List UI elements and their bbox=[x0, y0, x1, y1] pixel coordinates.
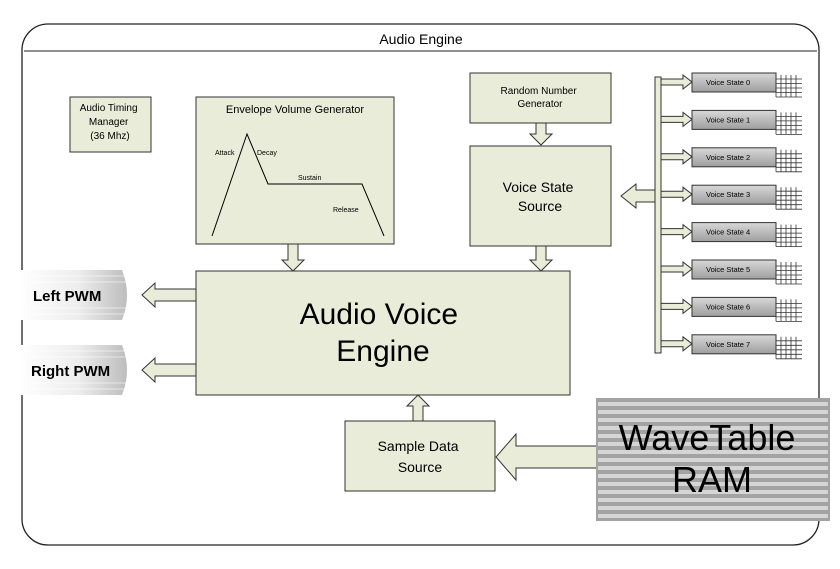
random-number-generator-label: Random Number Generator bbox=[501, 86, 580, 110]
wavetable-ram-label: WaveTable RAM bbox=[619, 417, 806, 500]
voice-state-label: Voice State 4 bbox=[706, 228, 750, 237]
voice-state-label: Voice State 5 bbox=[706, 265, 750, 274]
arrow-engine-to-right-pwm bbox=[141, 356, 197, 384]
right-pwm-output bbox=[20, 345, 127, 395]
voice-state-label: Voice State 1 bbox=[706, 115, 750, 124]
random-number-generator-block bbox=[469, 72, 612, 124]
voice-state-tap-arrow bbox=[660, 73, 693, 91]
arrow-engine-to-left-pwm bbox=[141, 281, 197, 309]
sample-data-source-label: Sample Data Source bbox=[378, 438, 463, 475]
right-pwm-label: Right PWM bbox=[31, 363, 110, 380]
audio-timing-manager-label: Audio Timing Manager (36 Mhz) bbox=[80, 103, 141, 142]
voice-state-tap-arrow bbox=[660, 111, 693, 128]
voice-state-label: Voice State 3 bbox=[706, 190, 750, 199]
left-pwm-label: Left PWM bbox=[33, 288, 101, 305]
audio-voice-engine-label: Audio Voice Engine bbox=[300, 298, 467, 368]
voice-state-grid bbox=[775, 224, 802, 248]
voice-state-grid bbox=[775, 299, 802, 322]
voice-state-source-label: Voice State Source bbox=[503, 179, 578, 214]
voice-state-grid bbox=[775, 112, 802, 135]
voice-state-label: Voice State 6 bbox=[706, 302, 750, 311]
sample-data-source-block bbox=[344, 420, 496, 492]
envelope-generator-title: Envelope Volume Generator bbox=[226, 104, 365, 116]
left-pwm-output bbox=[20, 270, 127, 320]
voice-state-grid bbox=[775, 149, 802, 173]
arrow-voice-state-source-to-engine bbox=[528, 245, 554, 272]
release-label: Release bbox=[333, 207, 359, 214]
voice-state-grid bbox=[775, 75, 802, 98]
arrow-wavetable-to-sample-source bbox=[495, 432, 599, 482]
voice-state-grid bbox=[775, 262, 802, 285]
voice-state-tap-arrow bbox=[660, 298, 693, 315]
voice-state-source-block bbox=[469, 145, 612, 247]
voice-state-label: Voice State 0 bbox=[706, 78, 750, 87]
right-pwm-stripes bbox=[20, 350, 128, 390]
attack-label: Attack bbox=[215, 150, 235, 157]
voice-state-list: Voice State 0 Voice State 1 Voice State 2 V… bbox=[691, 72, 802, 360]
voice-state-tap-arrow bbox=[660, 148, 693, 165]
voice-state-label: Voice State 2 bbox=[706, 153, 750, 162]
voice-state-tap-arrow bbox=[660, 335, 693, 352]
sustain-label: Sustain bbox=[298, 175, 321, 182]
voice-state-tap-arrow bbox=[660, 186, 693, 203]
arrow-envelope-to-engine bbox=[280, 243, 306, 272]
audio-voice-engine-block bbox=[195, 270, 571, 396]
envelope-generator-block bbox=[195, 96, 395, 245]
voice-state-tap-arrow bbox=[660, 223, 693, 240]
left-pwm-stripes bbox=[20, 275, 128, 315]
voice-state-grid bbox=[775, 336, 802, 360]
voice-state-label: Voice State 7 bbox=[706, 340, 750, 349]
arrow-rng-to-voice-state-source bbox=[528, 122, 554, 146]
audio-timing-manager-block bbox=[69, 96, 152, 153]
voice-state-grid bbox=[775, 187, 802, 210]
voice-state-tap-arrow bbox=[660, 260, 693, 278]
voice-state-bus bbox=[620, 73, 693, 354]
adsr-envelope-curve bbox=[211, 132, 385, 237]
arrow-sample-source-to-engine bbox=[405, 394, 431, 422]
decay-label: Decay bbox=[257, 150, 277, 157]
diagram-title: Audio Engine bbox=[379, 31, 463, 47]
wavetable-ram-block: WaveTable RAM bbox=[596, 398, 830, 521]
